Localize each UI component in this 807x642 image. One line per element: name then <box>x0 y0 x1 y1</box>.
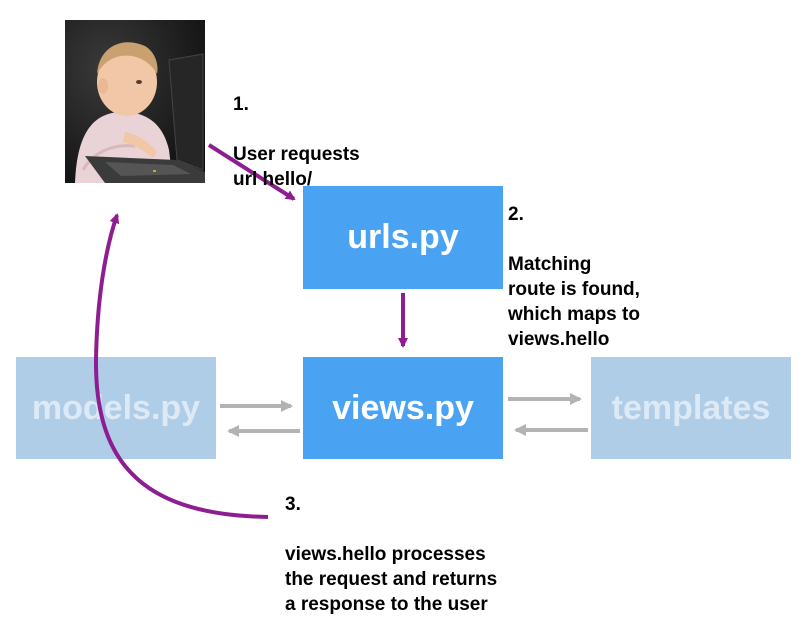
user-photo <box>65 20 205 183</box>
step2-note: 2. Matching route is found, which maps t… <box>508 177 640 377</box>
views-py-label: views.py <box>332 388 474 427</box>
response-arrow <box>93 213 269 519</box>
arrows-layer <box>93 143 588 519</box>
step1-text: User requests url hello/ <box>233 144 360 190</box>
templates-label: templates <box>611 388 771 427</box>
request-arrow <box>207 143 296 201</box>
step1-number: 1. <box>233 94 249 115</box>
step3-text: views.hello processes the request and re… <box>285 544 498 615</box>
step2-number: 2. <box>508 204 524 225</box>
urls-py-box: urls.py <box>303 186 503 289</box>
views-py-box: views.py <box>303 357 503 459</box>
step3-number: 3. <box>285 494 301 515</box>
step1-note: 1. User requests url hello/ <box>233 67 360 217</box>
baby-at-laptop-icon <box>65 20 205 183</box>
step2-text: Matching route is found, which maps to v… <box>508 254 640 350</box>
models-py-box: models.py <box>16 357 216 459</box>
models-py-label: models.py <box>31 388 201 427</box>
templates-box: templates <box>591 357 791 459</box>
urls-py-label: urls.py <box>347 218 459 256</box>
step3-note: 3. views.hello processes the request and… <box>285 467 497 642</box>
